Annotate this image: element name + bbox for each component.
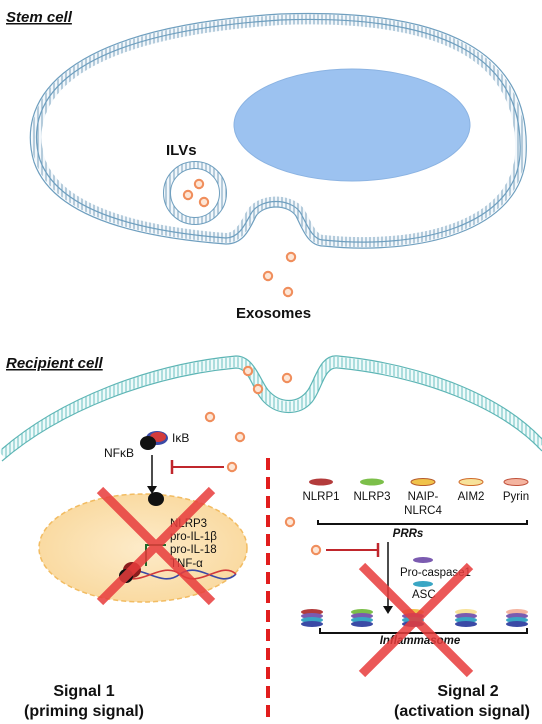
nfkb-complex <box>140 431 168 450</box>
ikb-label: IκB <box>172 431 189 445</box>
exosome-icon <box>285 251 297 263</box>
stem-cell-title: Stem cell <box>6 9 73 26</box>
inhibition-arrow-icon <box>170 460 224 474</box>
inhibition-arrow-icon <box>326 543 380 557</box>
signal1-title: Signal 1 <box>53 683 114 700</box>
stem-nucleus <box>233 68 471 182</box>
ilvs-label: ILVs <box>166 142 197 159</box>
recipient-cell-membrane <box>0 355 542 462</box>
receptor-label-aim2: AIM2 <box>458 491 485 503</box>
released-exosomes <box>262 251 297 298</box>
signal2-subtitle: (activation signal) <box>394 703 530 720</box>
asc-label: ASC <box>412 589 436 601</box>
receptor-label-pyrin: Pyrin <box>503 491 529 503</box>
stem-cell: ILVs <box>29 12 527 249</box>
prrs-bracket <box>317 520 528 525</box>
receptor-label-naip: NAIP- <box>408 491 439 503</box>
ilv-vesicle <box>163 161 227 225</box>
gene-label: pro-IL-1β <box>170 531 217 543</box>
signal1-subtitle: (priming signal) <box>24 703 144 720</box>
exosomes-label: Exosomes <box>236 305 311 322</box>
prr-receptors <box>309 478 529 486</box>
red-cross-icon <box>358 562 474 678</box>
receptor-label-nlrc4: NLRC4 <box>404 505 442 517</box>
gene-label: pro-IL-18 <box>170 544 217 556</box>
nfkb-label: NFκB <box>104 446 134 460</box>
recipient-nucleus <box>38 493 248 603</box>
prrs-label: PRRs <box>393 528 424 540</box>
exosome-icon <box>282 286 294 298</box>
recipient-cell-title: Recipient cell <box>6 355 104 372</box>
signal2-title: Signal 2 <box>437 683 498 700</box>
exosome-icon <box>262 270 274 282</box>
pro-caspase1-label: Pro-caspase1 <box>400 567 471 579</box>
red-cross-icon <box>96 486 216 606</box>
receptor-label-nlrp3: NLRP3 <box>353 491 390 503</box>
receptor-label-nlrp1: NLRP1 <box>302 491 339 503</box>
